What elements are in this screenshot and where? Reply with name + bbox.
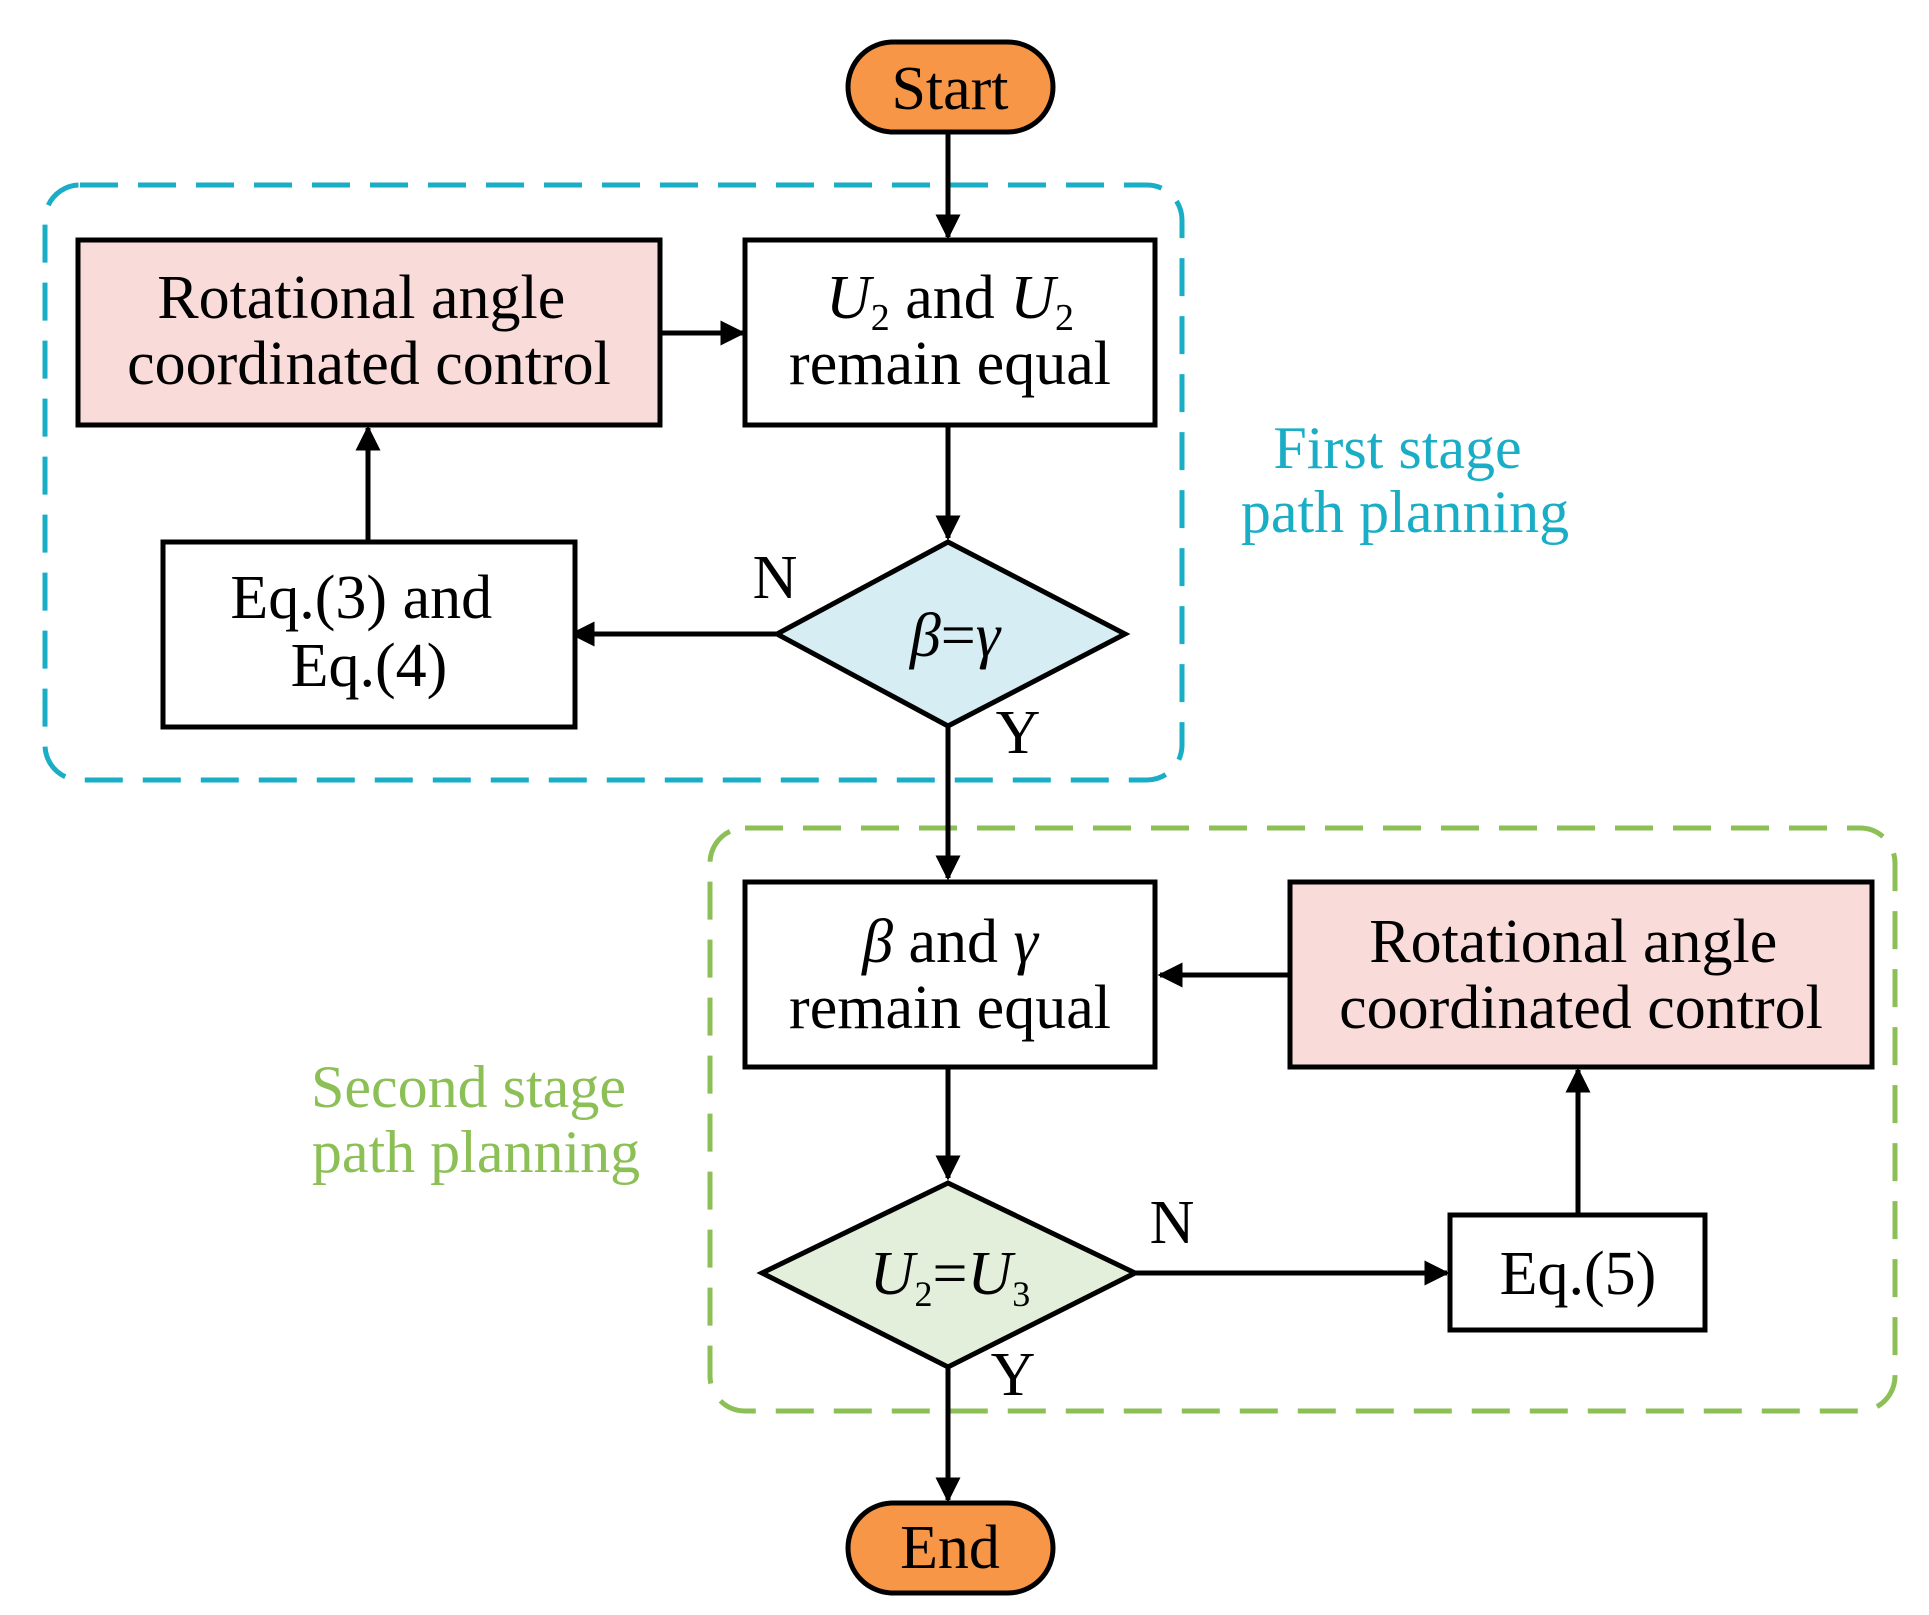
- control-top-line1: Rotational angle: [157, 264, 565, 332]
- decision1-label: β=γ: [909, 602, 1002, 670]
- decision2-label: U2=U3: [870, 1240, 1031, 1314]
- connectors: [355, 132, 1591, 1503]
- end-node: End: [845, 1500, 1056, 1596]
- eq5-node: Eq.(5): [1447, 1212, 1708, 1333]
- first-stage-label: First stage path planning: [1241, 415, 1569, 545]
- u-equal-line2: remain equal: [789, 330, 1111, 398]
- eq5-label: Eq.(5): [1500, 1240, 1657, 1308]
- second-stage-frame: [707, 825, 1898, 1414]
- eq34-line1: Eq.(3) and: [230, 564, 492, 632]
- control-bottom-line2: coordinated control: [1339, 974, 1823, 1042]
- control-bottom-node: Rotational angle coordinated control: [1287, 879, 1875, 1070]
- u-equal-line1: U2 and U2: [826, 264, 1074, 339]
- decision2-no-label: N: [1150, 1189, 1195, 1257]
- second-stage-label: Second stage path planning: [311, 1054, 641, 1185]
- control-bottom-line1: Rotational angle: [1369, 908, 1777, 976]
- decision2-yes-label: Y: [991, 1341, 1036, 1409]
- start-node: Start: [845, 39, 1056, 135]
- eq34-line2: Eq.(4): [291, 632, 448, 700]
- start-label: Start: [891, 55, 1008, 123]
- beta-gamma-line2: remain equal: [789, 974, 1111, 1042]
- decision1-no-label: N: [753, 544, 798, 612]
- svg-text:Eq.(3) and Eq.(4): Eq.(3) and Eq.(4): [230, 564, 507, 700]
- decision1-node: β=γ: [771, 539, 1131, 729]
- decision2-node: U2=U3: [756, 1180, 1141, 1370]
- u-equal-node: U2 and U2 remain equal: [742, 237, 1158, 428]
- beta-gamma-node: β and γ remain equal: [742, 879, 1158, 1070]
- control-top-line2: coordinated control: [127, 330, 611, 398]
- control-top-node: Rotational angle coordinated control: [75, 237, 663, 428]
- eq34-node: Eq.(3) and Eq.(4): [160, 539, 578, 730]
- decision1-yes-label: Y: [996, 699, 1041, 767]
- svg-text:Rotational angle coordin: Rotational angle coordinated control: [1339, 908, 1823, 1042]
- first-stage-frame: [42, 182, 1185, 783]
- svg-text:Rotational angle coordin: Rotational angle coordinated control: [127, 264, 611, 398]
- beta-gamma-line1: β and γ: [861, 908, 1039, 976]
- end-label: End: [900, 1514, 1000, 1582]
